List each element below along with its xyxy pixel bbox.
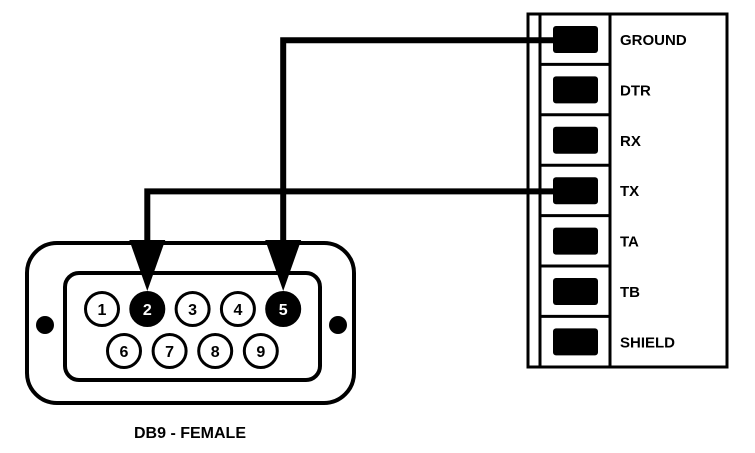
- pin-circle: [219, 291, 256, 327]
- pin-4: 4: [219, 291, 256, 327]
- pin-5: 5: [265, 291, 302, 327]
- terminal-dtr: DTR: [540, 62, 651, 104]
- pin-circle: [84, 291, 120, 327]
- pin-circle: [129, 291, 166, 327]
- terminal-ground: GROUND: [553, 26, 687, 53]
- terminal-screw-pad: [553, 227, 598, 255]
- pin-number: 3: [188, 302, 197, 319]
- terminal-label: RX: [620, 133, 641, 150]
- terminal-label: TA: [620, 234, 639, 251]
- terminal-screw-pad: [553, 278, 598, 305]
- pin-3: 3: [174, 291, 211, 327]
- pin-circle: [151, 333, 188, 369]
- pin-number: 6: [120, 344, 129, 361]
- terminal-ta: TA: [540, 214, 639, 255]
- terminal-shield: SHIELD: [540, 314, 675, 356]
- pin-circle: [174, 291, 211, 327]
- wire-ground-to-pin-5: [265, 37, 560, 291]
- terminal-tx: TX: [540, 163, 639, 205]
- db9-connector: 1 2 3 4 5 6 7 8 9 DB9 - FEMALE: [25, 241, 356, 442]
- pin-circle: [106, 333, 142, 369]
- terminal-label: DTR: [620, 82, 651, 99]
- terminal-label: TX: [620, 183, 639, 200]
- terminal-screw-pad: [553, 76, 598, 104]
- pin-number: 5: [279, 302, 288, 319]
- terminal-label: TB: [620, 284, 640, 301]
- terminal-screw-pad: [553, 177, 598, 205]
- connector-label: DB9 - FEMALE: [134, 425, 246, 442]
- pin-7: 7: [151, 333, 188, 369]
- wires: [129, 37, 560, 291]
- pin-2: 2: [129, 291, 166, 327]
- wire-tx-to-pin-2: [129, 188, 560, 291]
- pin-number: 4: [233, 302, 242, 319]
- arrow-head-icon: [129, 240, 166, 291]
- pin-9: 9: [242, 333, 279, 369]
- mounting-hole-left: [36, 316, 54, 334]
- pin-circle: [242, 333, 279, 369]
- terminal-label: SHIELD: [620, 334, 675, 351]
- arrow-head-icon: [265, 240, 302, 291]
- pin-number: 9: [256, 344, 265, 361]
- terminal-screw-pad: [553, 26, 598, 53]
- pin-8: 8: [197, 333, 234, 369]
- pin-number: 7: [165, 344, 174, 361]
- pin-circle: [197, 333, 234, 369]
- terminal-screw-pad: [553, 126, 598, 154]
- pin-circle: [265, 291, 302, 327]
- terminal-rx: RX: [540, 113, 641, 154]
- pin-number: 8: [211, 344, 220, 361]
- pin-1: 1: [84, 291, 120, 327]
- terminal-block: GROUND DTR RX TX TA TB SHIELD: [526, 12, 729, 369]
- wire-path: [144, 188, 560, 245]
- pin-number: 1: [98, 302, 107, 319]
- pin-number: 2: [143, 302, 152, 319]
- terminal-tb: TB: [540, 264, 640, 305]
- wire-path: [280, 37, 560, 245]
- terminal-screw-pad: [553, 328, 598, 356]
- pin-6: 6: [106, 333, 142, 369]
- terminal-label: GROUND: [620, 32, 687, 49]
- mounting-hole-right: [329, 316, 347, 334]
